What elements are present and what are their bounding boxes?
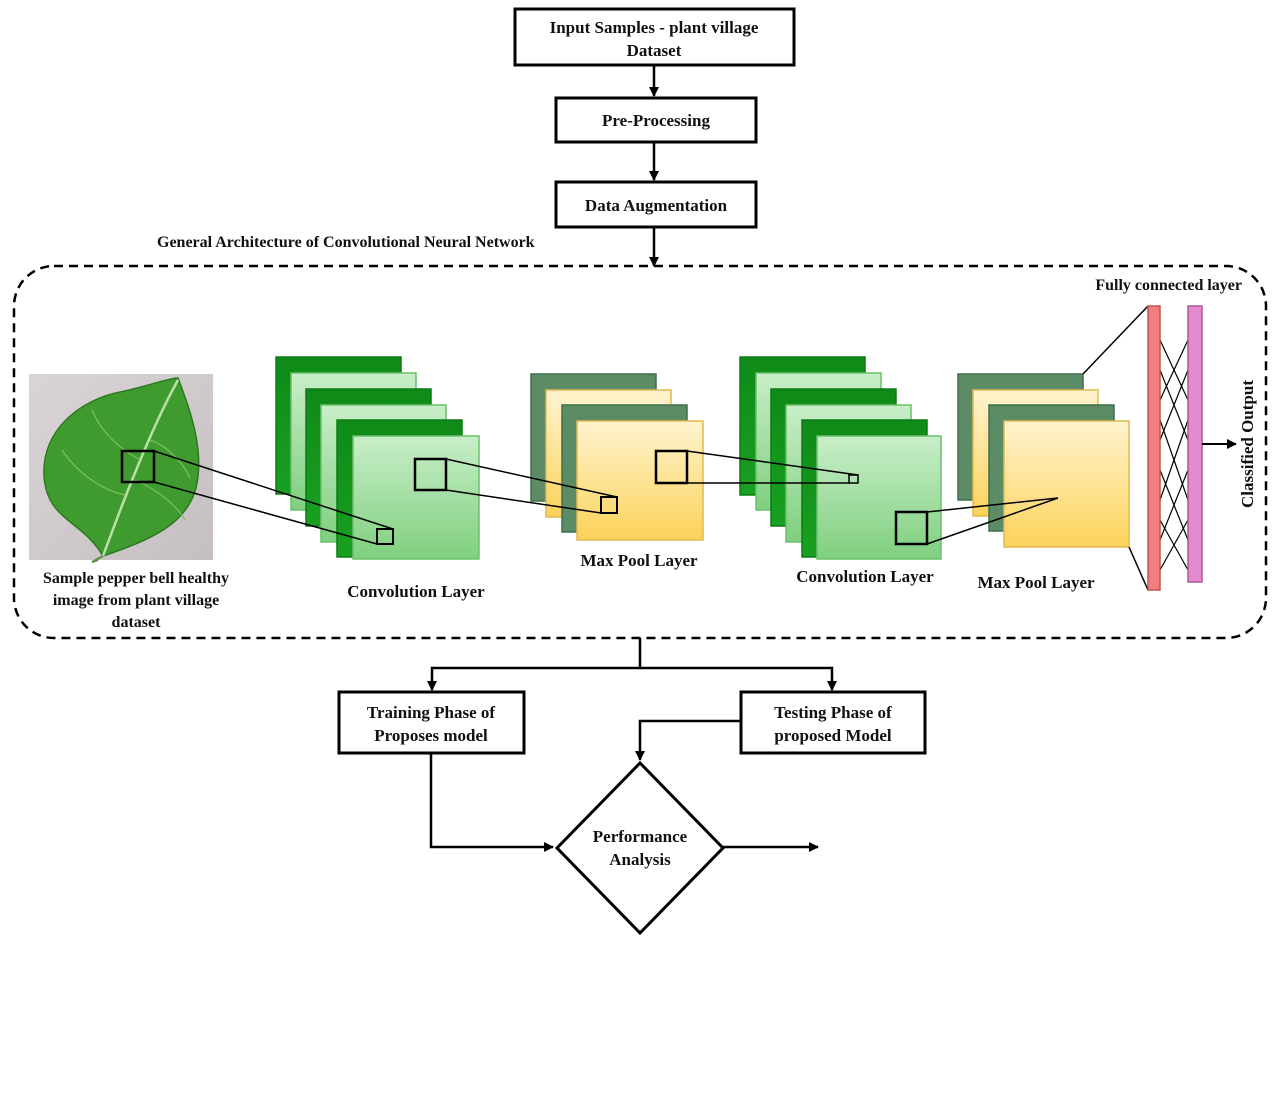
arrow-to-testing xyxy=(640,666,837,691)
projection-line xyxy=(445,458,618,498)
arrow-testing-to-performance xyxy=(635,719,741,761)
data-augmentation-box: Data Augmentation xyxy=(554,180,758,229)
sample-label-3: dataset xyxy=(112,614,162,631)
conv1-target-cell xyxy=(376,528,394,545)
conv-layer-2-label: Convolution Layer xyxy=(796,567,934,586)
conv-layer-2 xyxy=(739,356,942,560)
projection-line xyxy=(153,481,378,545)
sample-label-2: image from plant village xyxy=(53,592,219,609)
testing-label-1: Testing Phase of xyxy=(774,703,892,722)
sample-label-1: Sample pepper bell healthy xyxy=(43,570,229,587)
projection-line xyxy=(1082,305,1149,375)
conv2-receptive-field xyxy=(894,510,929,546)
max-pool-layer-1 xyxy=(530,373,704,541)
pool1-target-cell xyxy=(600,496,618,514)
testing-label-2: proposed Model xyxy=(774,726,892,745)
testing-phase-box: Testing Phase of proposed Model xyxy=(739,690,927,755)
fc-output-neurons xyxy=(1187,305,1203,583)
projection-line xyxy=(445,489,602,514)
conv-layer-1 xyxy=(275,356,480,560)
projection-line xyxy=(926,497,1059,545)
max-pool-layer-2 xyxy=(957,373,1130,548)
training-label-1: Training Phase of xyxy=(367,703,495,722)
fully-connected-layer xyxy=(1147,305,1203,591)
fully-connected-label: Fully connected layer xyxy=(1095,277,1242,294)
max-pool-layer-2-label: Max Pool Layer xyxy=(977,573,1095,592)
data-augmentation-label: Data Augmentation xyxy=(585,196,728,215)
training-phase-box: Training Phase of Proposes model xyxy=(337,690,526,755)
conv-layer-1-label: Convolution Layer xyxy=(347,582,485,601)
input-samples-label-1: Input Samples - plant village xyxy=(550,18,759,37)
preprocessing-box: Pre-Processing xyxy=(554,96,758,144)
performance-label-1: Performance xyxy=(593,827,688,846)
projection-line xyxy=(153,450,394,530)
projection-line xyxy=(1128,546,1149,591)
performance-label-2: Analysis xyxy=(609,850,671,869)
performance-analysis-diamond: Performance Analysis xyxy=(554,760,726,936)
input-samples-label-2: Dataset xyxy=(627,41,682,60)
leaf-receptive-field xyxy=(120,449,156,484)
cnn-title: General Architecture of Convolutional Ne… xyxy=(157,234,535,251)
projection-line xyxy=(926,497,1059,513)
max-pool-layer-1-label: Max Pool Layer xyxy=(580,551,698,570)
arrow-training-to-performance xyxy=(429,753,554,852)
preprocessing-label: Pre-Processing xyxy=(602,111,710,130)
conv1-receptive-field xyxy=(413,457,448,492)
training-label-2: Proposes model xyxy=(374,726,488,745)
projection-line xyxy=(686,450,859,476)
classified-output-label: Classified Output xyxy=(1238,380,1257,508)
arrow-to-training xyxy=(427,638,642,691)
pool1-receptive-field xyxy=(654,449,689,485)
input-samples-box: Input Samples - plant village Dataset xyxy=(513,7,796,67)
fc-input-neurons xyxy=(1147,305,1161,591)
